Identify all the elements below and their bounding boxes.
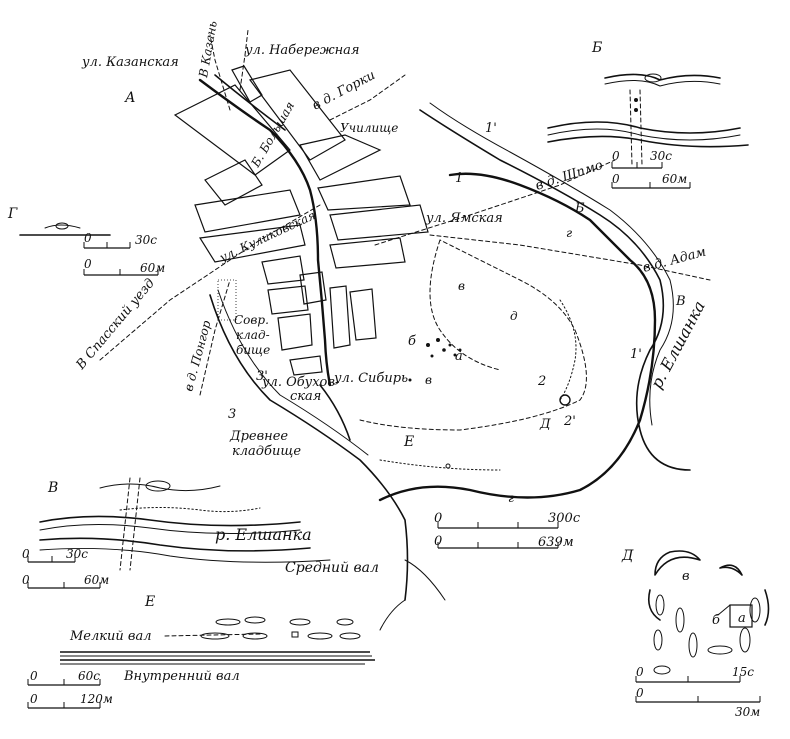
sredniy-val-label: Средний вал (285, 560, 379, 576)
river-elshanka-detail-label: р. Елшанка (215, 525, 312, 544)
street-obukhovskaya-2: ская (290, 389, 321, 404)
letter-B: Б (591, 40, 602, 56)
scale-B-zero-top: 0 (612, 149, 620, 163)
mark-3p: 3' (256, 369, 268, 384)
sovr-kladbishche-3: бище (236, 343, 270, 357)
mark-g-bottom: г (508, 491, 514, 505)
scale-main: 0 300с 0 639м (434, 511, 581, 550)
drevnee-kladbishche-2: кладбище (232, 444, 301, 459)
scale-D-top: 15с (732, 665, 754, 679)
main-plan-labels: А ул. Казанская ул. Набережная В Казань … (73, 20, 709, 505)
scale-main-zero-bottom: 0 (434, 534, 442, 549)
scale-E-zero-top: 0 (30, 669, 38, 683)
road-to-kazan: В Казань (196, 20, 220, 80)
letter-V: В (47, 480, 58, 496)
mark-2p: 2' (563, 414, 576, 429)
letter-D: Д (621, 548, 634, 564)
mark-2: 2 (537, 374, 546, 389)
road-to-gorki: в д. Горки (310, 68, 378, 114)
letter-G: Г (7, 206, 18, 222)
scale-E-zero-bottom: 0 (30, 692, 38, 706)
detail-D-a: а (738, 611, 746, 626)
scale-G-top: 30с (135, 233, 157, 247)
road-to-shpmo: в д. Шпмо (534, 158, 605, 194)
scale-E-top: 60с (78, 669, 100, 683)
drevnee-kladbishche-1: Древнее (229, 429, 288, 444)
scale-V-zero-bottom: 0 (22, 573, 30, 587)
street-sibir: ул. Сибирь (333, 371, 408, 386)
mark-D-inner: Д (539, 417, 551, 432)
detail-G: Г 0 30с 0 60м (7, 206, 165, 276)
mark-B-right: Б (574, 201, 585, 216)
street-yamskaya: ул. Ямская (425, 211, 503, 226)
vnutrenniy-val-label: Внутренний вал (123, 669, 240, 684)
main-street-line (198, 78, 332, 387)
street-obukhovskaya-1: ул. Обухов- (261, 375, 339, 390)
scale-D-zero-top: 0 (636, 665, 644, 679)
detail-E: Е Мелкий вал Внутренний вал 0 60с 0 120м (27, 594, 375, 709)
road-to-spassky: В Спасский уезд (73, 276, 158, 373)
scale-B-top: 30с (650, 149, 672, 163)
mark-V-right: В (675, 294, 686, 309)
mark-b-inner: б (408, 334, 416, 349)
scale-D-bottom: 30м (735, 705, 760, 719)
street-naberezhnaya: ул. Набережная (244, 43, 360, 58)
detail-D: Д в б а 0 15с 0 30м (621, 548, 770, 719)
sovr-kladbishche-2: клад- (236, 328, 270, 342)
mark-v-small: в (425, 373, 432, 387)
road-to-pongor: в д. Понгор (181, 319, 213, 393)
features-cluster (408, 338, 571, 469)
melkiy-val-label: Мелкий вал (69, 629, 152, 644)
mark-1p-top: 1' (485, 121, 497, 136)
town-blocks (173, 65, 429, 376)
detail-D-v: в (682, 569, 690, 584)
scale-E-bottom: 120м (80, 692, 113, 706)
sovr-kladbishche-1: Совр. (234, 313, 269, 327)
letter-E: Е (144, 594, 155, 610)
scale-B-bottom: 60м (662, 172, 687, 186)
outer-rampart (378, 172, 657, 502)
mark-a-inner: а (455, 349, 463, 364)
river-elshanka (419, 109, 691, 471)
scale-main-zero-top: 0 (434, 511, 442, 526)
mark-3: 3 (228, 407, 236, 422)
place-uchilishche: Училище (340, 121, 398, 135)
mark-1pp: 1' (630, 347, 642, 362)
detail-D-b: б (712, 613, 720, 628)
scale-main-top-label: 300с (548, 511, 581, 526)
scale-D-zero-bottom: 0 (636, 686, 644, 700)
detail-B: Б 0 30с 0 60м (547, 40, 749, 189)
scale-G-zero-bottom: 0 (84, 257, 92, 271)
river-elshanka-label: р. Елшанка (647, 298, 709, 392)
scale-main-bottom-label: 639м (538, 535, 574, 550)
street-kazanskaya: ул. Казанская (81, 55, 179, 70)
mark-g-top: г (566, 226, 572, 240)
mark-E-inner: Е (403, 434, 414, 450)
scale-V-zero-top: 0 (22, 547, 30, 561)
mark-d-inner: д (510, 309, 518, 323)
letter-A: А (124, 90, 136, 106)
scale-G-zero-top: 0 (84, 231, 92, 245)
scale-B-zero-bottom: 0 (612, 172, 620, 186)
mark-v-inner: в (458, 279, 465, 293)
scale-V-top: 30с (66, 547, 88, 561)
scale-V-bottom: 60м (84, 573, 109, 587)
scale-G-bottom: 60м (140, 261, 165, 275)
mark-1: 1 (455, 171, 463, 186)
detail-V: В р. Елшанка Средний вал 0 30с 0 60м (22, 477, 379, 589)
